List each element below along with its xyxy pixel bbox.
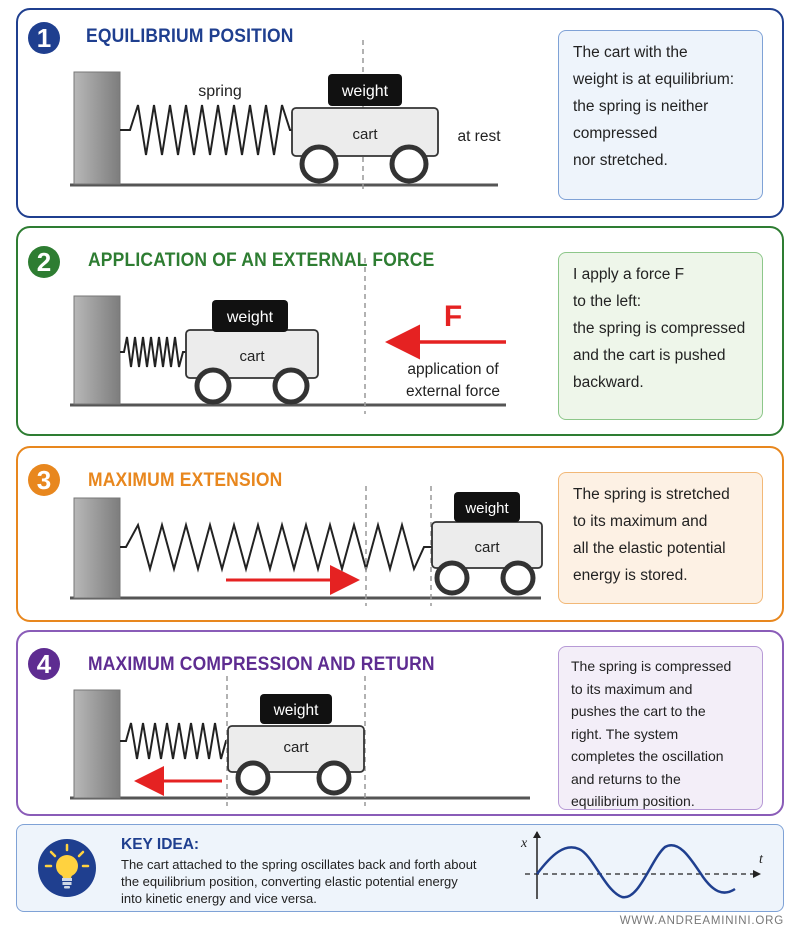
description-line: pushes the cart to the — [571, 703, 706, 719]
description-line: the spring is neither — [573, 98, 709, 115]
weight-block — [260, 694, 332, 724]
weight-label: weight — [273, 702, 319, 719]
wall — [73, 497, 121, 599]
spring — [120, 722, 232, 760]
panel-title: MAXIMUM EXTENSION — [88, 470, 283, 491]
wall — [73, 71, 121, 185]
wheel — [316, 760, 352, 796]
weight-block — [454, 492, 520, 522]
wheel — [235, 760, 271, 796]
spring — [120, 521, 432, 573]
weight-block — [212, 300, 288, 332]
weight-label: weight — [464, 500, 509, 517]
graph-x-label: x — [520, 836, 528, 851]
description-line: to its maximum and — [573, 513, 708, 530]
site-footer: WWW.ANDREAMININI.ORG — [619, 915, 784, 927]
wheel — [389, 144, 429, 184]
force-label: F — [444, 300, 462, 333]
weight-block — [328, 74, 402, 106]
description-line: weight is at equilibrium: — [573, 71, 735, 88]
key-idea-box: KEY IDEA: The cart attached to the sprin… — [16, 824, 784, 912]
step-number-badge: 1 — [28, 22, 60, 54]
weight-label: weight — [341, 83, 389, 100]
panel-equilibrium: 1 EQUILIBRIUM POSITION The cart with the… — [16, 8, 784, 218]
description-line: the spring is compressed — [573, 320, 746, 337]
weight-label: weight — [226, 309, 274, 326]
spring — [120, 104, 296, 156]
lightbulb-icon — [38, 839, 96, 897]
at-rest-label: at rest — [457, 128, 501, 145]
scene-maximum-extension: weight cart — [70, 486, 543, 606]
description-box: The spring is stretched to its maximum a… — [558, 472, 763, 604]
description-line: and returns to the — [571, 770, 681, 787]
description-box: The cart with the weight is at equilibri… — [558, 30, 763, 200]
description-line: right. The system — [571, 725, 679, 742]
force-note-line1: application of — [407, 361, 499, 378]
force-note-line2: external force — [406, 383, 500, 400]
spring-label: spring — [198, 83, 242, 100]
wall — [73, 689, 121, 799]
description-line: The spring is compressed — [571, 658, 732, 674]
description-box: I apply a force F to the left: the sprin… — [558, 252, 763, 420]
scene-equilibrium: weight cart spring at rest — [70, 40, 501, 192]
wheel — [434, 560, 470, 596]
description-line: to its maximum and — [571, 680, 693, 697]
wheel — [272, 367, 310, 405]
description-line: to the left: — [573, 293, 642, 310]
graph-t-label: t — [759, 852, 764, 867]
description-line: backward. — [573, 374, 644, 391]
oscillation-wave — [536, 844, 736, 899]
step-number-badge: 4 — [28, 648, 60, 680]
step-number-badge: 2 — [28, 246, 60, 278]
cart-label: cart — [474, 539, 500, 556]
description-line: nor stretched. — [573, 152, 668, 169]
oscillation-graph: x t — [520, 831, 764, 899]
key-idea-text: The cart attached to the spring oscillat… — [121, 857, 477, 906]
panel-title: EQUILIBRIUM POSITION — [86, 26, 294, 47]
wall — [73, 295, 121, 405]
cart-label: cart — [239, 348, 265, 365]
wheel — [500, 560, 536, 596]
wheel — [194, 367, 232, 405]
step-number-badge: 3 — [28, 464, 60, 496]
spring — [120, 336, 188, 368]
panel-title: APPLICATION OF AN EXTERNAL FORCE — [88, 250, 435, 271]
description-line: I apply a force F — [573, 266, 685, 283]
description-box: The spring is compressed to its maximum … — [558, 646, 763, 810]
cart-label: cart — [352, 126, 378, 143]
cart-body — [291, 107, 439, 157]
scene-external-force: weight cart F application of external fo… — [70, 258, 506, 414]
wheel — [299, 144, 339, 184]
description-line: and the cart is pushed — [573, 347, 726, 364]
description-line: compressed — [573, 125, 658, 142]
description-line: completes the oscillation — [571, 748, 724, 764]
description-line: energy is stored. — [573, 567, 688, 584]
cart-body — [227, 725, 365, 773]
description-line: all the elastic potential — [573, 540, 726, 557]
cart-label: cart — [283, 739, 309, 756]
scene-maximum-compression: weight cart — [70, 676, 530, 806]
key-idea-title: KEY IDEA: — [121, 836, 200, 853]
description-line: The spring is stretched — [573, 486, 730, 503]
description-line: equilibrium position. — [571, 793, 695, 809]
description-line: The cart with the — [573, 44, 688, 61]
panel-title: MAXIMUM COMPRESSION AND RETURN — [88, 654, 435, 675]
